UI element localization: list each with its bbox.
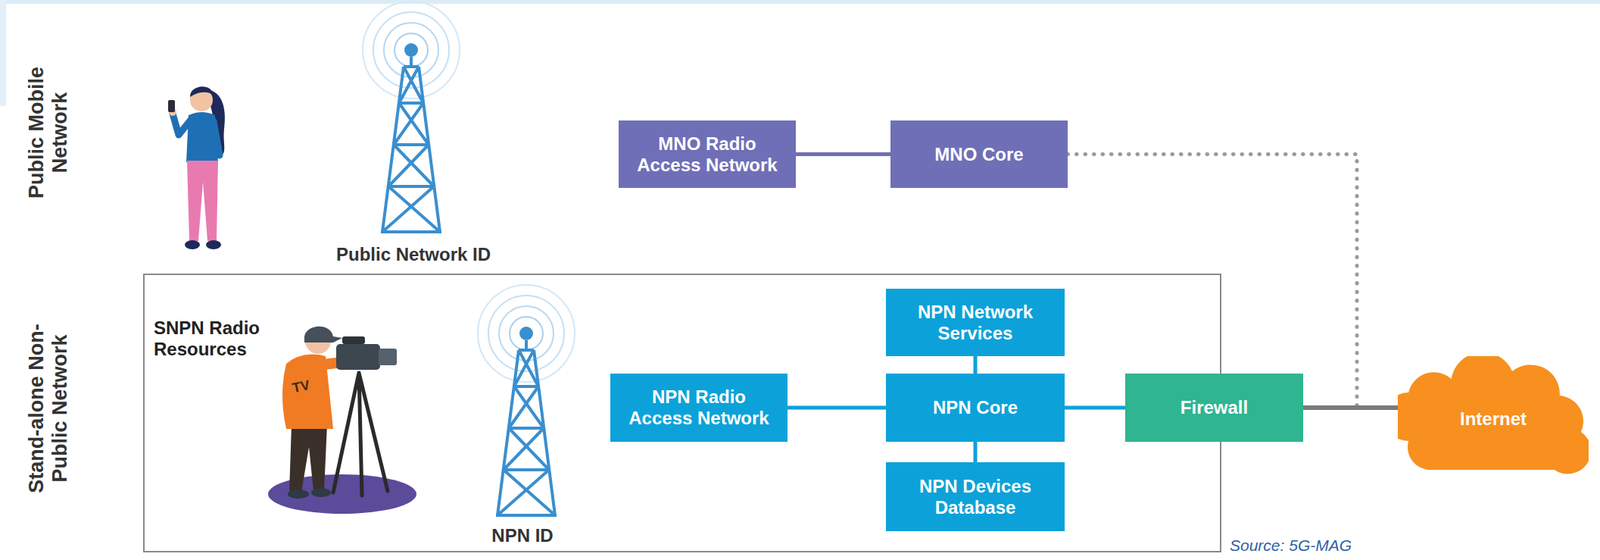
raised-arm	[172, 113, 191, 135]
source-note: Source: 5G-MAG	[1229, 536, 1352, 555]
box-text: Internet	[1459, 408, 1527, 430]
cell-tower	[362, 1, 460, 232]
phone	[168, 99, 175, 113]
network-id: NPN ID	[491, 524, 553, 546]
link-line	[795, 152, 891, 156]
box-text: NPN Core	[932, 396, 1018, 418]
box-text: NPN Devices Database	[895, 475, 1056, 518]
camera-handle	[342, 336, 365, 344]
database-box: NPN Devices Database	[885, 461, 1065, 531]
link-line	[787, 405, 886, 410]
region-title: SNPN Radio Resources	[153, 317, 291, 359]
npn-ran-box: NPN Radio Access Network	[610, 373, 788, 442]
network-id: Public Network ID	[336, 243, 491, 266]
tripod	[333, 372, 388, 496]
band-label: Public Mobile Network	[24, 30, 72, 235]
link-line	[1303, 405, 1410, 410]
arm	[213, 121, 220, 156]
box-text: NPN Network Services	[895, 301, 1056, 344]
trousers	[187, 160, 219, 241]
trousers	[289, 424, 328, 493]
camera-lens	[378, 348, 397, 365]
cap	[304, 326, 343, 343]
camera-body	[336, 343, 381, 370]
jacket-print: TV	[290, 377, 312, 397]
woman-figure	[168, 86, 225, 250]
cell-tower	[477, 284, 575, 515]
services-box: NPN Network Services	[885, 288, 1065, 356]
snpn-region: SNPN Radio Resources NPN Network Services…	[143, 273, 1222, 553]
box-text: Firewall	[1180, 396, 1248, 418]
shoe	[311, 487, 331, 497]
box-text: NPN Radio Access Network	[619, 386, 779, 428]
box-text: MNO Core	[934, 143, 1024, 166]
link-line	[973, 355, 978, 374]
band-label: Stand-alone Non-Public Network	[24, 305, 72, 511]
cloud-outline	[1397, 355, 1589, 475]
mno-core-box: MNO Core	[890, 120, 1068, 188]
mno-ran-box: MNO Radio Access Network	[618, 120, 796, 188]
link-line	[973, 441, 978, 462]
link-line	[1064, 405, 1126, 410]
firewall-box: Firewall	[1125, 373, 1304, 442]
side-strip	[0, 0, 7, 107]
shoe	[287, 489, 309, 499]
hair	[190, 86, 214, 97]
dotted-link	[1067, 154, 1410, 409]
top-strip	[0, 0, 1600, 4]
npn-core-box: NPN Core	[885, 373, 1065, 442]
cameraman-figure	[268, 326, 417, 514]
shoe	[205, 240, 222, 250]
shoe	[184, 240, 200, 250]
internet-cloud: Internet	[1397, 355, 1589, 481]
box-text: MNO Radio Access Network	[627, 133, 787, 175]
